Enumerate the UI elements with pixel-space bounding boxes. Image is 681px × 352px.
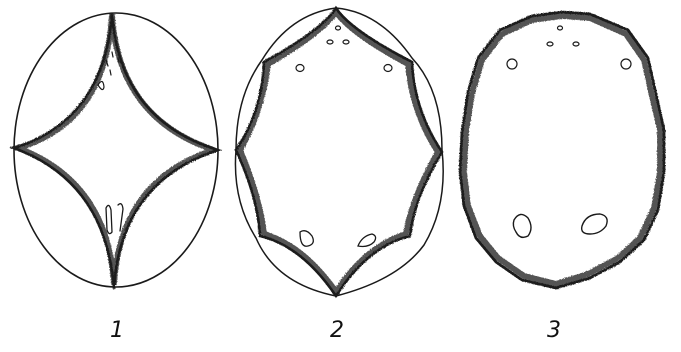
stage-1-label: 1 [97, 318, 137, 343]
stage-3-drawing [460, 12, 664, 288]
stage-2-label: 2 [317, 318, 357, 343]
stage-2-lower-marks [300, 231, 376, 247]
stage-2-drawing [235, 8, 443, 296]
stage-3-lower-marks [513, 214, 607, 237]
stage-1-star-hatching [18, 14, 214, 285]
stage-1-lower-marks [106, 204, 123, 234]
stage-3-upper-marks [507, 26, 631, 69]
stage-3-outline-hatching [464, 16, 660, 284]
stage-3-label: 3 [534, 318, 574, 343]
stage-2-outer-outline [235, 8, 443, 296]
stage-1-drawing [14, 13, 218, 289]
